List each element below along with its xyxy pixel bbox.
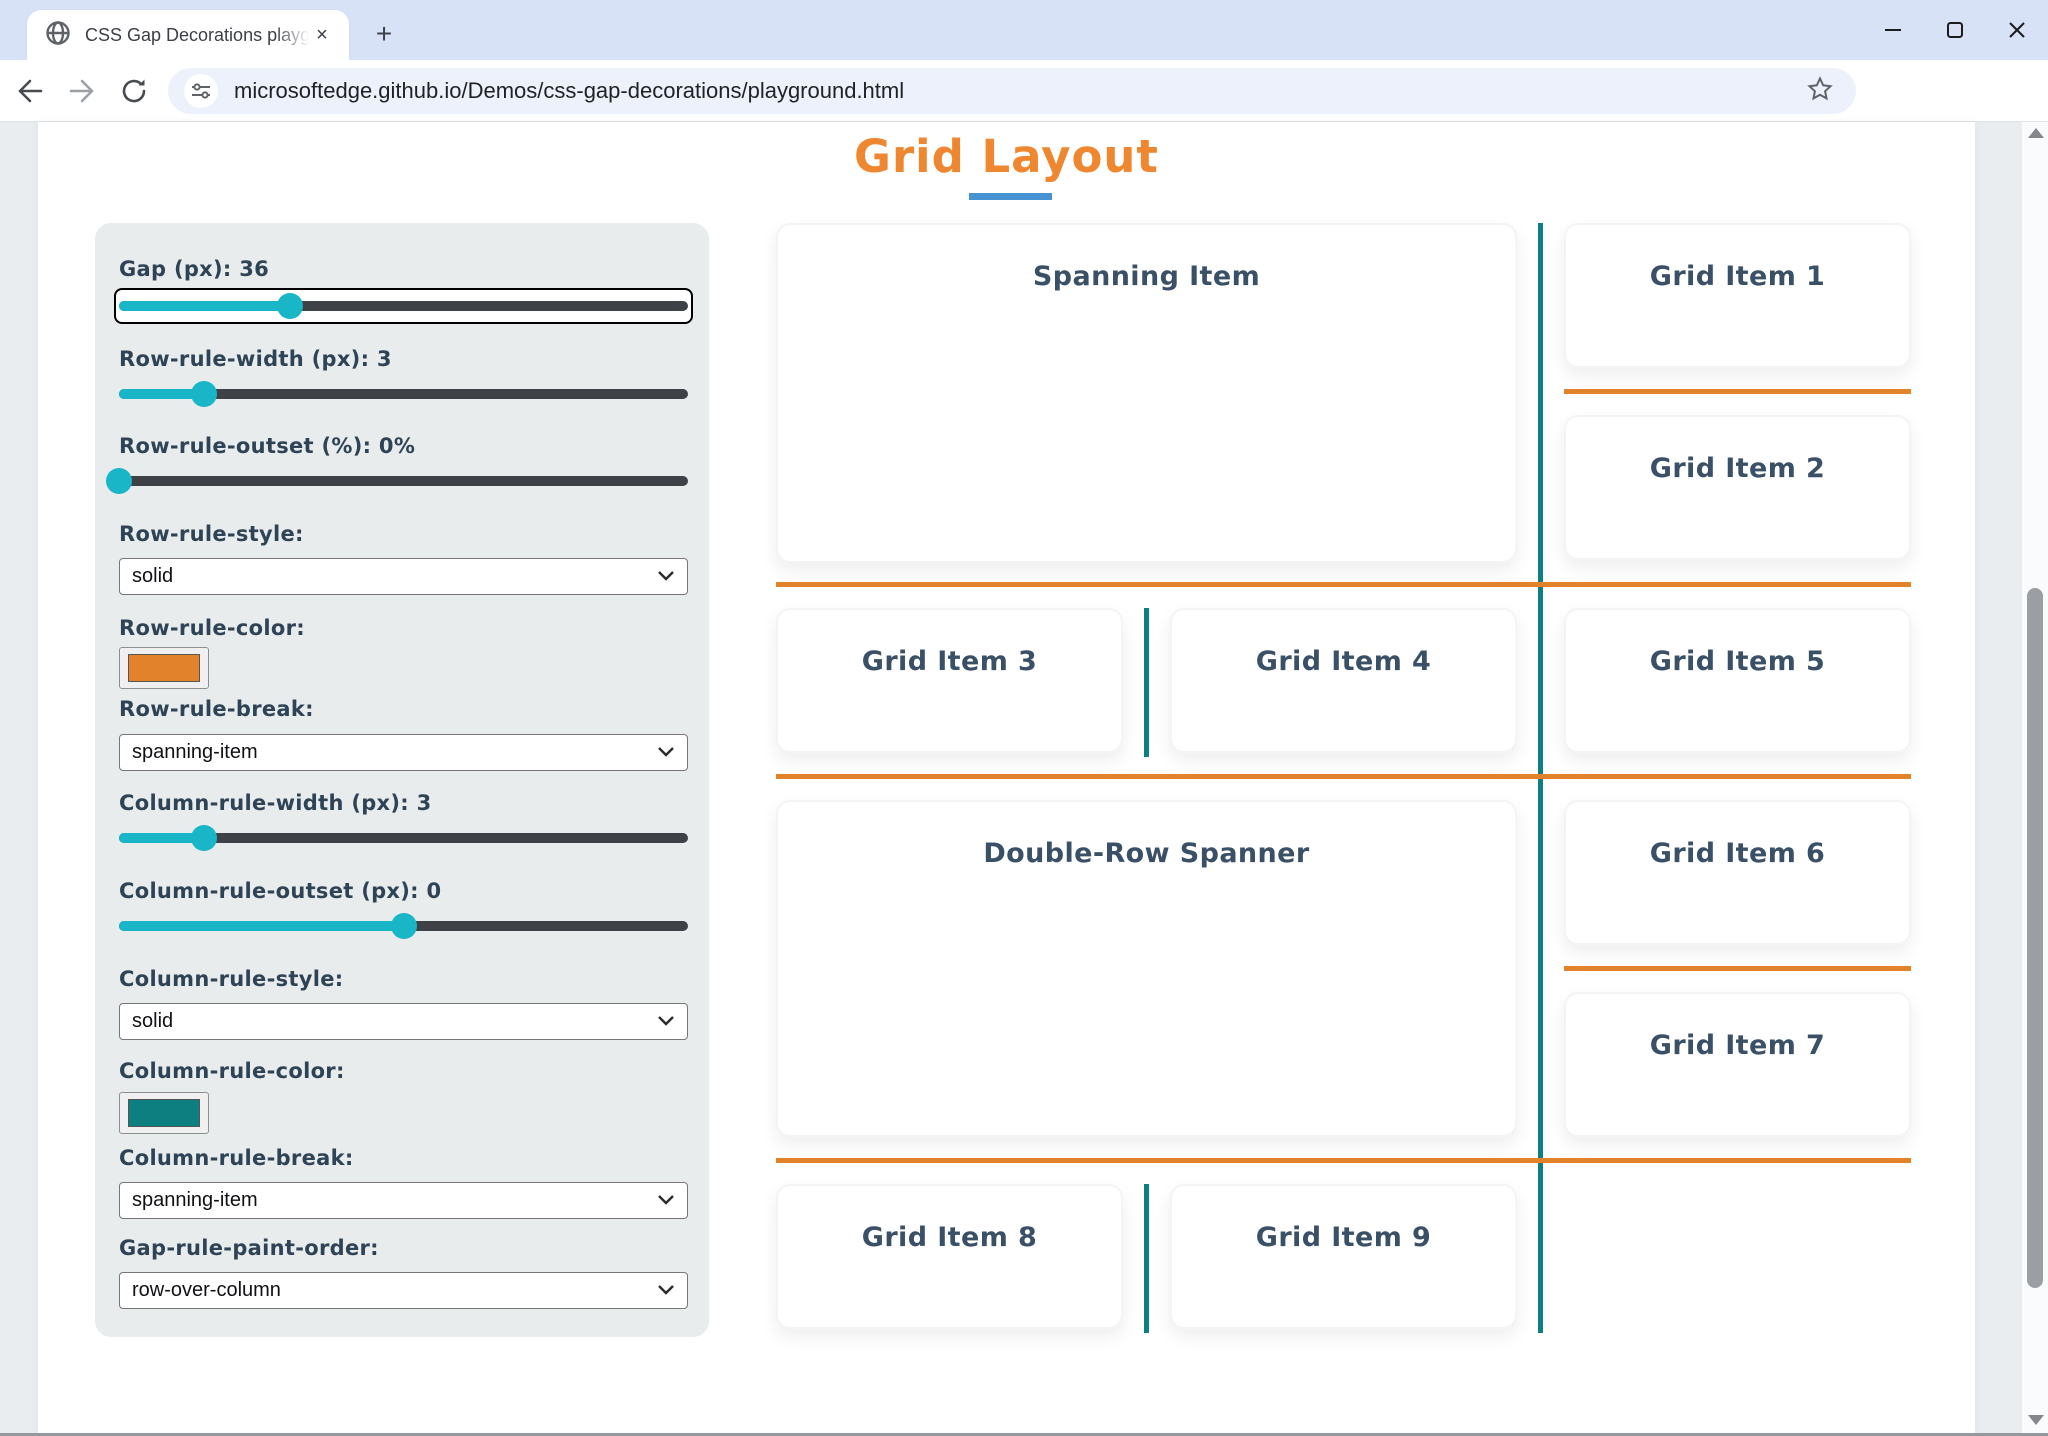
column-rule-row6: [1144, 1184, 1149, 1333]
row-rule-break-value: spanning-item: [132, 741, 258, 763]
grid-item-9: Grid Item 9: [1170, 1184, 1517, 1329]
chevron-down-icon: [657, 1279, 675, 1302]
title-underline: [969, 193, 1052, 200]
row-rule-full-1: [776, 582, 1911, 587]
chevron-down-icon: [657, 565, 675, 588]
grid-item-label: Grid Item 6: [1649, 838, 1826, 869]
new-tab-button[interactable]: +: [375, 18, 393, 49]
row-rule-style-select[interactable]: solid: [119, 558, 688, 595]
grid-item-label: Double-Row Spanner: [983, 838, 1310, 869]
grid-item-6: Grid Item 6: [1564, 800, 1911, 945]
forward-button[interactable]: [60, 69, 104, 113]
grid-item-7: Grid Item 7: [1564, 992, 1911, 1137]
row-rule-break-label: Row-rule-break:: [119, 697, 314, 721]
page-content: Grid Layout Gap (px): 36 Row-rule-width …: [0, 122, 2048, 1433]
row-rule-width-label: Row-rule-width (px): 3: [119, 347, 392, 371]
browser-tab[interactable]: CSS Gap Decorations playgroun ×: [27, 10, 349, 60]
scrollbar-up-arrow-icon[interactable]: [2028, 128, 2044, 138]
grid-item-label: Spanning Item: [1032, 261, 1261, 292]
reload-button[interactable]: [112, 69, 156, 113]
window-maximize-button[interactable]: [1924, 0, 1986, 60]
back-button[interactable]: [8, 69, 52, 113]
row-rule-full-2: [776, 774, 1911, 779]
site-settings-icon[interactable]: [184, 74, 218, 108]
row-rule-color-label: Row-rule-color:: [119, 616, 305, 640]
address-bar[interactable]: microsoftedge.github.io/Demos/css-gap-de…: [168, 68, 1856, 114]
column-rule-color-label: Column-rule-color:: [119, 1059, 345, 1083]
page-scrollbar[interactable]: [2022, 122, 2048, 1433]
column-rule-outset-label: Column-rule-outset (px): 0: [119, 879, 442, 903]
globe-favicon-icon: [45, 20, 71, 50]
scrollbar-thumb[interactable]: [2027, 588, 2043, 1288]
grid-item-label: Grid Item 1: [1649, 261, 1826, 292]
column-rule-color-picker[interactable]: [119, 1092, 209, 1134]
row-rule-color-picker[interactable]: [119, 647, 209, 689]
row-rule-style-value: solid: [132, 565, 174, 587]
tab-strip: CSS Gap Decorations playgroun × +: [0, 0, 2048, 60]
column-rule-style-select[interactable]: solid: [119, 1003, 688, 1040]
grid-item-label: Grid Item 7: [1649, 1030, 1826, 1061]
grid-item-label: Grid Item 5: [1649, 646, 1826, 677]
grid-item-label: Grid Item 8: [861, 1222, 1038, 1253]
gap-slider[interactable]: [114, 288, 693, 324]
grid-item-3: Grid Item 3: [776, 608, 1123, 753]
scrollbar-down-arrow-icon[interactable]: [2028, 1415, 2044, 1425]
column-rule-style-value: solid: [132, 1010, 174, 1032]
grid-item-2: Grid Item 2: [1564, 415, 1911, 560]
row-rule-break-select[interactable]: spanning-item: [119, 734, 688, 771]
controls-sidebar: Gap (px): 36 Row-rule-width (px): 3 Row-…: [95, 223, 709, 1337]
column-rule-break-label: Column-rule-break:: [119, 1146, 354, 1170]
column-rule-width-slider[interactable]: [119, 825, 688, 851]
row-rule-style-label: Row-rule-style:: [119, 522, 304, 546]
grid-item-8: Grid Item 8: [776, 1184, 1123, 1329]
column-rule-width-label: Column-rule-width (px): 3: [119, 791, 432, 815]
grid-item-1: Grid Item 1: [1564, 223, 1911, 368]
grid-item-label: Grid Item 9: [1255, 1222, 1432, 1253]
grid-item-5: Grid Item 5: [1564, 608, 1911, 753]
browser-toolbar: microsoftedge.github.io/Demos/css-gap-de…: [0, 60, 2048, 166]
url-text[interactable]: microsoftedge.github.io/Demos/css-gap-de…: [234, 78, 905, 103]
gap-slider-label: Gap (px): 36: [119, 257, 270, 281]
window-close-button[interactable]: [1986, 0, 2048, 60]
column-rule-style-label: Column-rule-style:: [119, 967, 344, 991]
grid-item-spanning: Spanning Item: [776, 223, 1517, 563]
chevron-down-icon: [657, 741, 675, 764]
column-rule-break-value: spanning-item: [132, 1189, 258, 1211]
column-rule-color-swatch: [128, 1099, 200, 1127]
tab-title: CSS Gap Decorations playgroun: [85, 24, 309, 45]
row-rule-color-swatch: [128, 654, 200, 682]
row-rule-outset-label: Row-rule-outset (%): 0%: [119, 434, 416, 458]
window-minimize-button[interactable]: [1862, 0, 1924, 60]
column-rule-break-select[interactable]: spanning-item: [119, 1182, 688, 1219]
grid-item-label: Grid Item 3: [861, 646, 1038, 677]
page-title: Grid Layout: [854, 130, 1159, 183]
grid-item-double-row-spanner: Double-Row Spanner: [776, 800, 1517, 1137]
gap-rule-paint-order-select[interactable]: row-over-column: [119, 1272, 688, 1309]
column-rule-row3: [1144, 608, 1149, 757]
window-controls: [1862, 0, 2048, 60]
grid-item-label: Grid Item 4: [1255, 646, 1432, 677]
row-rule-full-3: [776, 1158, 1911, 1163]
chevron-down-icon: [657, 1189, 675, 1212]
grid-item-label: Grid Item 2: [1649, 453, 1826, 484]
bookmark-star-icon[interactable]: [1806, 75, 1834, 107]
row-rule-short-top: [1564, 389, 1911, 394]
gap-rule-paint-order-value: row-over-column: [132, 1279, 281, 1301]
grid-item-4: Grid Item 4: [1170, 608, 1517, 753]
column-rule-outset-slider[interactable]: [119, 913, 688, 939]
row-rule-short-mid: [1564, 966, 1911, 971]
gap-rule-paint-order-label: Gap-rule-paint-order:: [119, 1236, 379, 1260]
row-rule-outset-slider[interactable]: [106, 468, 688, 494]
row-rule-width-slider[interactable]: [119, 381, 688, 407]
chevron-down-icon: [657, 1010, 675, 1033]
tab-close-icon[interactable]: ×: [316, 23, 328, 46]
